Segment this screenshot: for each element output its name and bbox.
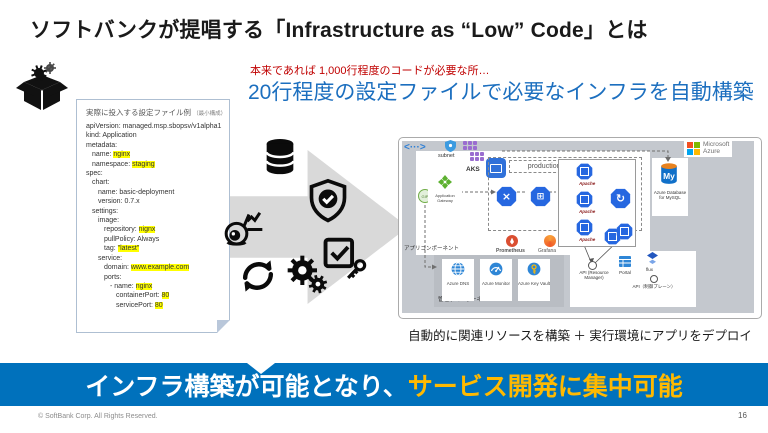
diagram-caption: 自動的に関連リソースを構築 ＋ 実行環境にアプリをデプロイ [408, 329, 752, 343]
config-file-panel: 実際に投入する設定ファイル例 （最小構成） apiVersion: manage… [76, 99, 230, 333]
api-cp-label: API（制御プレーン） [632, 284, 676, 289]
pod-icon [616, 223, 633, 240]
k8s-service-icon: × [496, 186, 517, 207]
env-label: production/Staging [527, 163, 587, 170]
config-line: kind: Application [86, 132, 137, 140]
config-line: servicePort: 80 [116, 301, 163, 309]
microsoft-azure-logo: Microsoft Azure [684, 139, 733, 158]
app-gateway-label: Application Gateway [435, 193, 455, 203]
config-line: metadata: [86, 141, 118, 149]
prometheus-label: Prometheus [496, 248, 525, 254]
mysql-icon: My [656, 162, 682, 193]
apache-label: Apache [579, 209, 596, 214]
config-line: name: nginx [92, 151, 131, 159]
database-icon [265, 139, 295, 175]
app-gateway-box: Application Gateway [428, 172, 462, 212]
app-components-label: アプリコンポーネント [404, 246, 460, 252]
recycle-icon [242, 260, 274, 292]
azure-dns-label: Azure DNS [446, 281, 470, 286]
headline-main: 20行程度の設定ファイルで必要なインフラを自動構築 [248, 81, 754, 104]
config-line: settings: [92, 207, 119, 215]
bottom-banner: インフラ構築が可能となり、サービス開発に集中可能 [0, 363, 768, 406]
hpa-scaler-icon: ↻ [610, 188, 631, 209]
ms-logo-line1: Microsoft [703, 141, 730, 148]
azure-monitor-tile: Azure Monitor [480, 259, 512, 301]
config-line: containerPort: 80 [116, 292, 170, 300]
nsg-grid-icon [470, 152, 484, 161]
vnet-icon: <···> [404, 142, 426, 153]
svg-text:My: My [663, 171, 675, 181]
api-rm-label: API (Resource Manager) [579, 270, 609, 281]
app-gateway-icon [438, 175, 452, 189]
ms-logo-line2: Azure [703, 148, 720, 156]
gip-label: GIP [421, 193, 429, 199]
copyright-text: © SoftBank Corp. All Rights Reserved. [38, 413, 158, 420]
config-line: repository: nignx [104, 226, 156, 234]
grafana-icon [544, 235, 556, 247]
config-line: chart: [92, 179, 110, 187]
prometheus-icon [506, 235, 518, 247]
azure-keyvault-icon [527, 262, 541, 276]
config-line: service: [98, 254, 123, 262]
banner-text-yellow: サービス開発に集中可能 [407, 372, 683, 401]
config-line: pullPolicy: Always [104, 235, 160, 243]
apache-label: Apache [579, 181, 596, 186]
flux-label: flux [646, 267, 654, 272]
grafana-label: Grafana [538, 248, 557, 254]
mysql-label: Azure Database for MySQL [653, 190, 687, 201]
portal-icon [619, 256, 631, 267]
shield-check-icon [309, 178, 347, 223]
automation-gears-icon [287, 255, 328, 294]
headline-sub: 本来であれば 1,000行程度のコードが必要な所… [250, 65, 490, 77]
nsg-grid-icon [463, 141, 477, 150]
flux-icon [647, 252, 658, 264]
monitoring-eye-icon [224, 212, 263, 246]
config-line: apiVersion: managed.msp.sbopsv/v1alpha1 [86, 123, 222, 130]
config-file-note: （最小構成） [193, 111, 227, 117]
paper-fold-corner [217, 320, 230, 333]
microsoft-squares-icon [687, 141, 700, 155]
config-code: apiVersion: managed.msp.sbopsv/v1alpha1 k… [86, 122, 223, 310]
aks-label: AKS [466, 166, 480, 173]
portal-label: Portal [619, 270, 631, 275]
azure-dns-tile: Azure DNS [442, 259, 474, 301]
pod-icon [576, 191, 593, 208]
page-number: 16 [738, 411, 747, 420]
api-cp-endpoint-icon [650, 275, 658, 283]
config-line: - name: nginx [110, 282, 153, 290]
aks-icon [486, 158, 506, 178]
config-line: domain: www.example.com [104, 264, 190, 272]
banner-notch [247, 363, 275, 374]
subnet-shield-icon [445, 140, 456, 152]
apache-label: Apache [579, 237, 596, 242]
config-line: tag: "latest" [104, 245, 140, 253]
k8s-deployment-icon: ⊞ [530, 186, 551, 207]
azure-dns-icon [451, 262, 465, 276]
config-line: ports: [104, 273, 122, 281]
pod-icon [604, 228, 621, 245]
azure-monitor-label: Azure Monitor [481, 281, 510, 286]
banner-text-white: インフラ構築が可能となり、 [85, 372, 408, 401]
config-line: image: [98, 217, 120, 225]
pod-icon [576, 163, 593, 180]
config-line: spec: [86, 170, 103, 178]
config-line: name: basic-deployment [98, 188, 175, 196]
checkbox-key-icon [323, 237, 367, 279]
package-gears-icon [16, 62, 68, 110]
pod-icon [576, 219, 593, 236]
azure-keyvault-label: Azure Key Vault [518, 281, 550, 286]
azure-monitor-icon [489, 262, 503, 276]
config-line: namespace: staging [92, 160, 155, 168]
config-file-title: 実際に投入する設定ファイル例 （最小構成） [86, 108, 227, 117]
azure-keyvault-tile: Azure Key Vault [518, 259, 550, 301]
api-rm-endpoint-icon [588, 261, 597, 270]
page-title: ソフトバンクが提唱する「Infrastructure as “Low” Code… [30, 19, 648, 42]
subnet-label: subnet [438, 153, 455, 159]
config-line: version: 0.7.x [98, 198, 140, 206]
